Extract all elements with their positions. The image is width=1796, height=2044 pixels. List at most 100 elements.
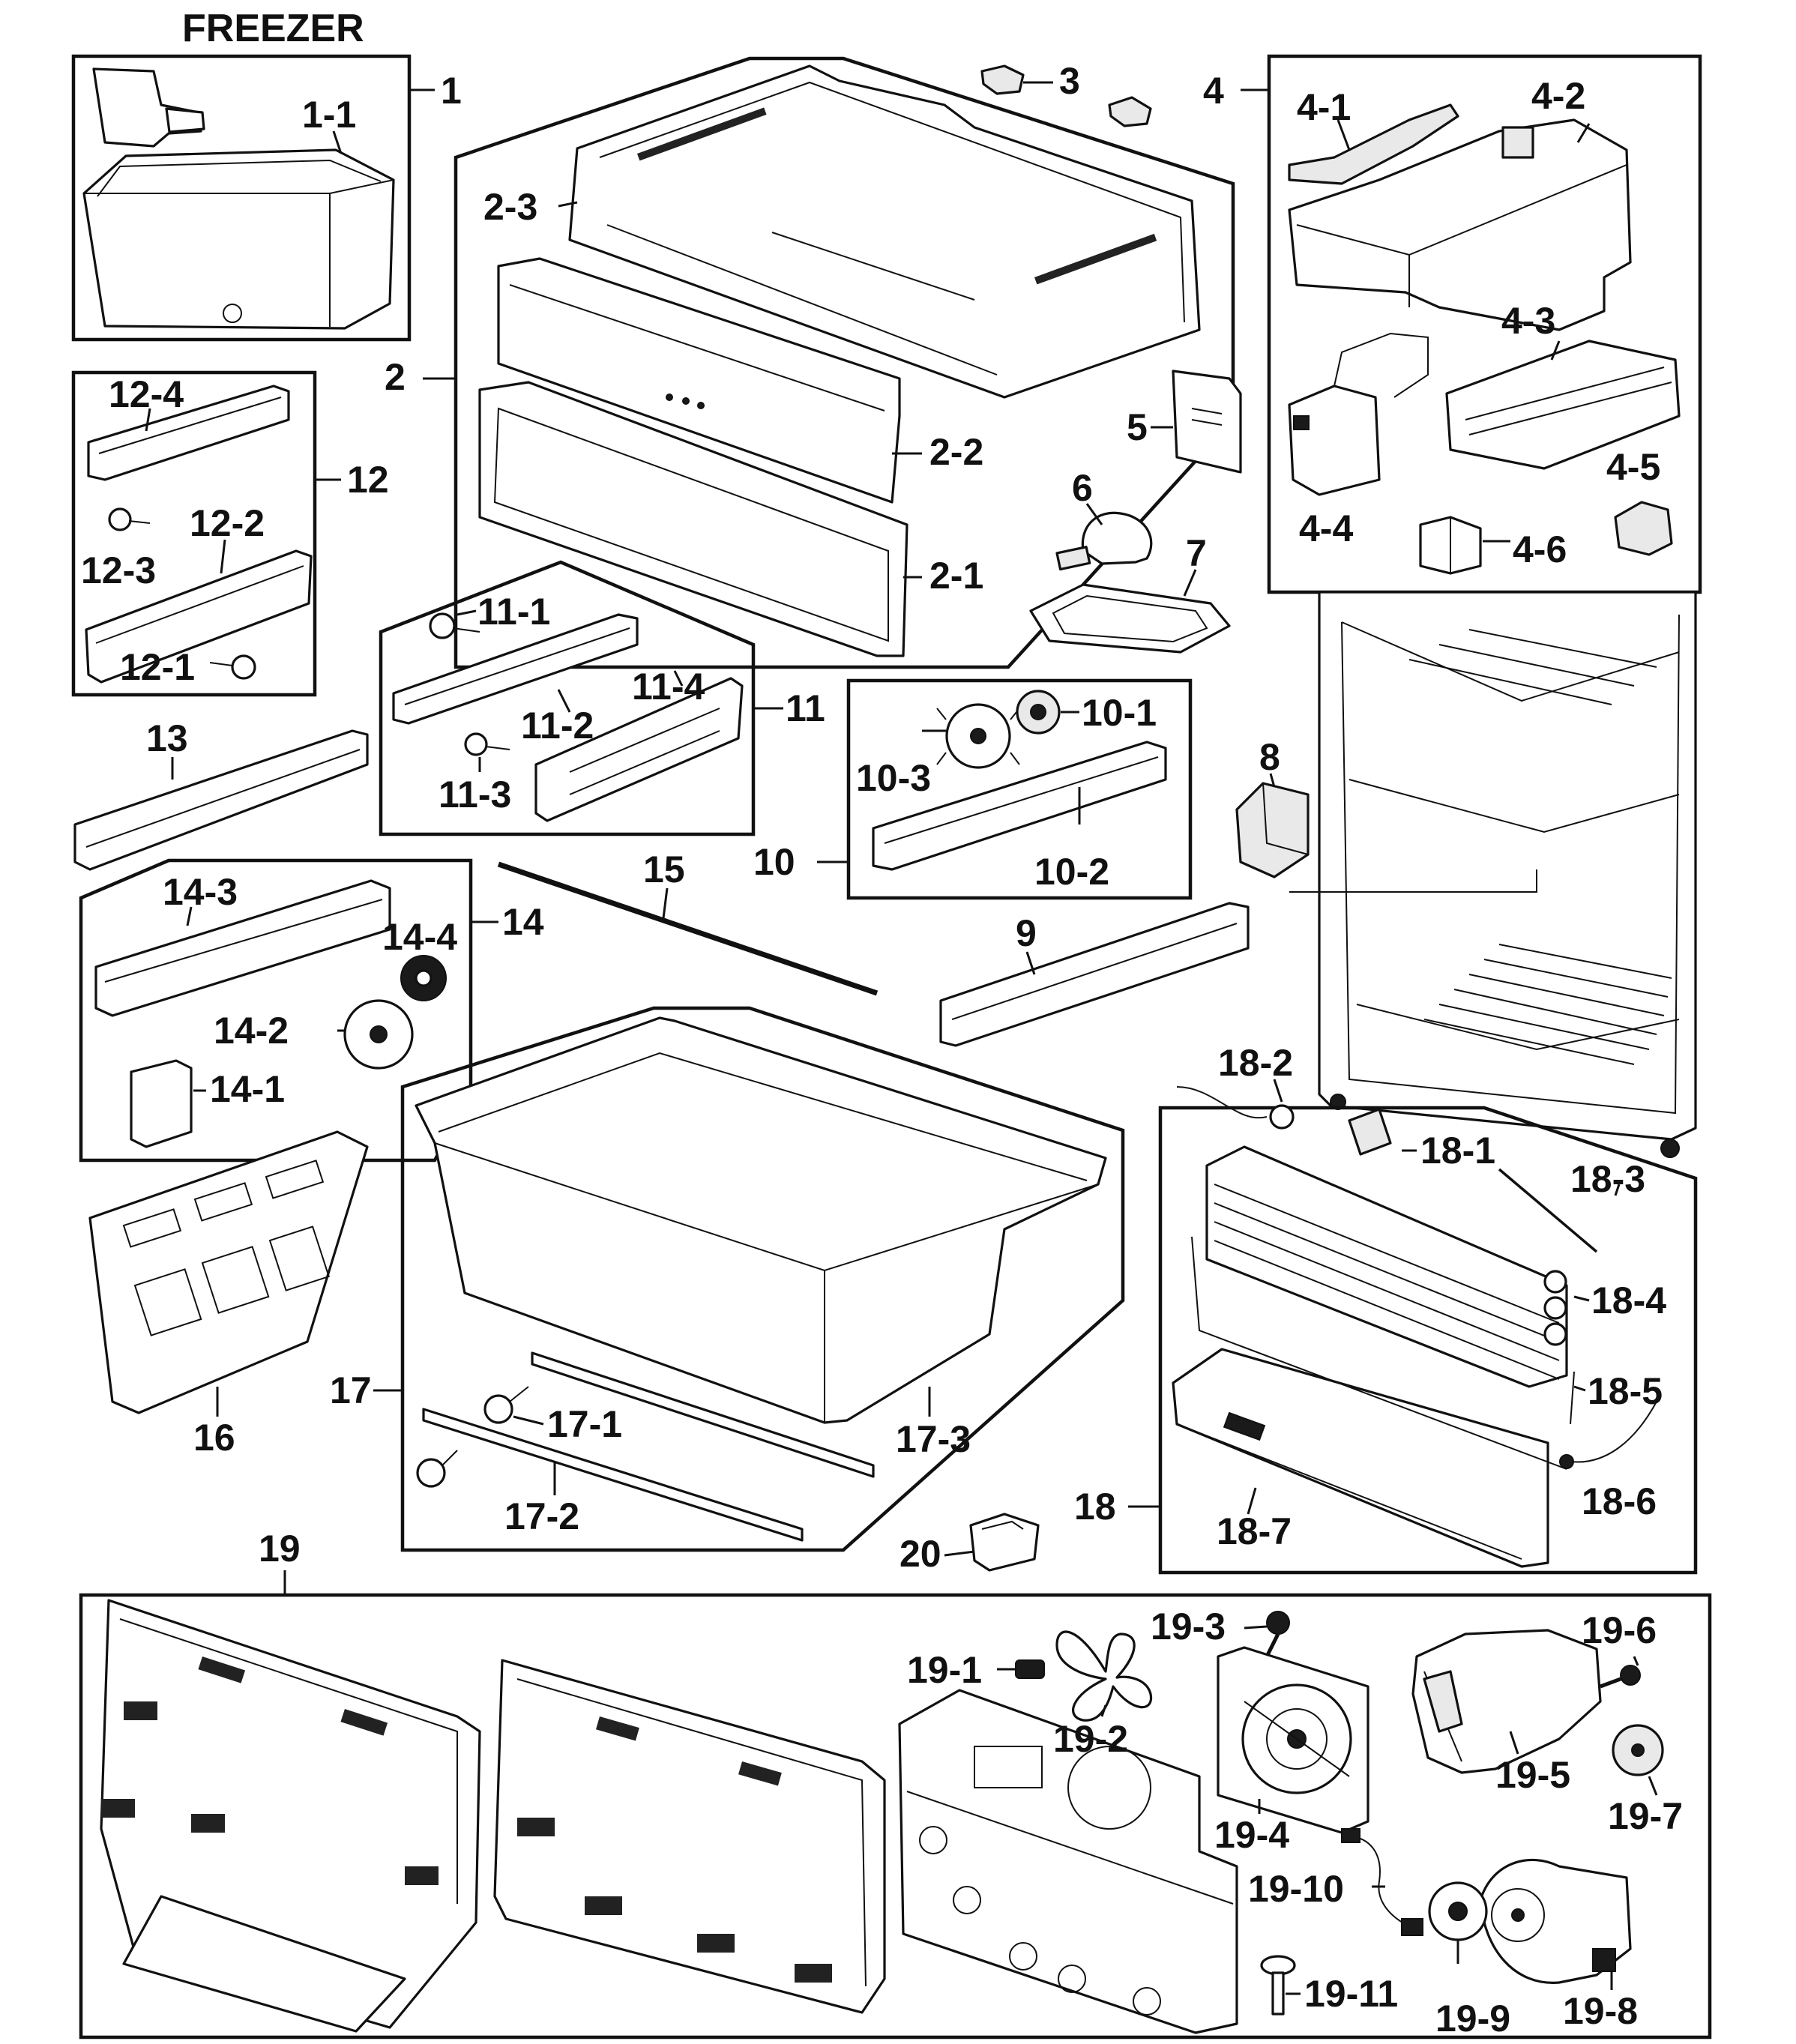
drawer-cover xyxy=(478,381,908,657)
label-4: 4 xyxy=(1203,70,1224,112)
label-6: 6 xyxy=(1072,467,1093,509)
light-bulb xyxy=(1081,511,1153,565)
part-group-20 xyxy=(944,1513,1040,1572)
rack-rail-13 xyxy=(73,729,369,871)
label-1-1: 1-1 xyxy=(302,94,356,136)
label-18-7: 18-7 xyxy=(1217,1510,1292,1552)
part-group-6 xyxy=(1055,503,1153,571)
screw-19-6 xyxy=(1600,1656,1641,1689)
motor-cover-19-5 xyxy=(1411,1629,1602,1774)
label-1: 1 xyxy=(441,70,462,112)
label-18-1: 18-1 xyxy=(1420,1130,1495,1172)
gear-10-1 xyxy=(1016,690,1061,735)
label-2-1: 2-1 xyxy=(929,555,983,597)
label-14-2: 14-2 xyxy=(214,1010,289,1052)
label-18-5: 18-5 xyxy=(1588,1370,1663,1412)
label-18-4: 18-4 xyxy=(1591,1279,1666,1321)
label-11-3: 11-3 xyxy=(439,774,511,816)
label-4-5: 4-5 xyxy=(1606,446,1660,488)
harness-18-6 xyxy=(1559,1401,1657,1469)
label-4-3: 4-3 xyxy=(1501,300,1555,342)
label-18: 18 xyxy=(1074,1486,1116,1528)
part-group-5 xyxy=(1151,370,1242,474)
label-12-2: 12-2 xyxy=(190,502,265,544)
label-12-3: 12-3 xyxy=(81,549,156,591)
label-18-6: 18-6 xyxy=(1582,1480,1657,1522)
label-9: 9 xyxy=(1016,912,1037,954)
label-16: 16 xyxy=(193,1417,235,1459)
ice-scoop xyxy=(92,67,205,148)
screw-17-1a xyxy=(483,1386,529,1424)
bolt-19-11 xyxy=(1260,1955,1301,2016)
label-15: 15 xyxy=(643,848,685,890)
part-group-7 xyxy=(1029,569,1231,654)
label-14: 14 xyxy=(502,901,544,943)
frame-group-12 xyxy=(71,370,317,697)
label-19-7: 19-7 xyxy=(1608,1795,1683,1837)
screw-11-1 xyxy=(429,612,480,639)
label-10-1: 10-1 xyxy=(1082,692,1157,734)
grommet-19-7 xyxy=(1612,1724,1664,1796)
ice-maker-lever xyxy=(1288,103,1459,185)
lamp-cover xyxy=(1029,583,1231,654)
label-11-2: 11-2 xyxy=(521,705,594,747)
screw-12-1 xyxy=(209,654,256,680)
part-group-8 xyxy=(1235,773,1310,878)
basket-17 xyxy=(415,1016,1107,1424)
probe-18-3 xyxy=(1498,1168,1598,1253)
defrost-tray-18-7 xyxy=(1172,1348,1549,1568)
label-20: 20 xyxy=(899,1533,941,1575)
label-2-3: 2-3 xyxy=(483,186,537,228)
part-group-12 xyxy=(71,370,341,697)
fuse-18-1 xyxy=(1348,1108,1392,1156)
label-11: 11 xyxy=(786,687,825,729)
gear-14-4 xyxy=(400,955,447,1001)
rail-12-2 xyxy=(85,549,313,684)
part-group-1 xyxy=(71,54,435,342)
ice-maker-sensor xyxy=(1419,516,1482,575)
label-2: 2 xyxy=(385,356,406,398)
label-19: 19 xyxy=(259,1528,301,1570)
part-group-2 xyxy=(423,56,1235,669)
callout-labels: 1 1-1 2 2-1 2-2 2-3 3 4 4-1 4-2 4-3 4-4 … xyxy=(81,60,1683,2040)
label-11-4: 11-4 xyxy=(632,666,705,708)
label-19-3: 19-3 xyxy=(1151,1606,1226,1647)
label-11-1: 11-1 xyxy=(477,591,550,633)
part-group-15 xyxy=(497,861,879,996)
evaporator-coil xyxy=(1205,1145,1568,1388)
ice-maker-motor xyxy=(1288,332,1429,496)
part-group-3 xyxy=(980,64,1152,127)
part-group-16 xyxy=(88,1130,369,1417)
label-13: 13 xyxy=(146,717,188,759)
label-10: 10 xyxy=(753,841,795,883)
label-17-1: 17-1 xyxy=(547,1403,622,1445)
part-group-13 xyxy=(73,729,369,871)
frame-group-11 xyxy=(379,560,756,836)
clip-b xyxy=(1108,96,1152,127)
spring-19-1 xyxy=(997,1659,1045,1679)
label-19-1: 19-1 xyxy=(907,1649,982,1691)
clip-a xyxy=(980,64,1025,95)
frame-group-19 xyxy=(79,1593,1712,2040)
label-12: 12 xyxy=(347,459,389,501)
label-7: 7 xyxy=(1186,532,1207,574)
label-2-2: 2-2 xyxy=(929,431,983,473)
part-group-18 xyxy=(1128,1079,1698,1575)
runner-17-1 xyxy=(531,1351,875,1478)
fan-housing-19-4 xyxy=(1217,1646,1369,1834)
fan-shroud-plate xyxy=(898,1689,1238,2034)
label-19-9: 19-9 xyxy=(1435,1998,1510,2040)
label-19-6: 19-6 xyxy=(1582,1609,1657,1651)
label-18-2: 18-2 xyxy=(1218,1042,1293,1084)
evaporator-cover-left xyxy=(100,1599,481,2033)
label-14-4: 14-4 xyxy=(382,916,457,958)
part-group-11 xyxy=(379,560,783,836)
ice-maker-switch xyxy=(1614,501,1673,556)
screw-17-1b xyxy=(416,1450,458,1488)
label-19-2: 19-2 xyxy=(1053,1718,1128,1760)
label-4-6: 4-6 xyxy=(1513,528,1567,570)
part-group-9 xyxy=(939,902,1250,1047)
ice-tray xyxy=(1445,340,1681,470)
label-4-2: 4-2 xyxy=(1531,75,1585,117)
